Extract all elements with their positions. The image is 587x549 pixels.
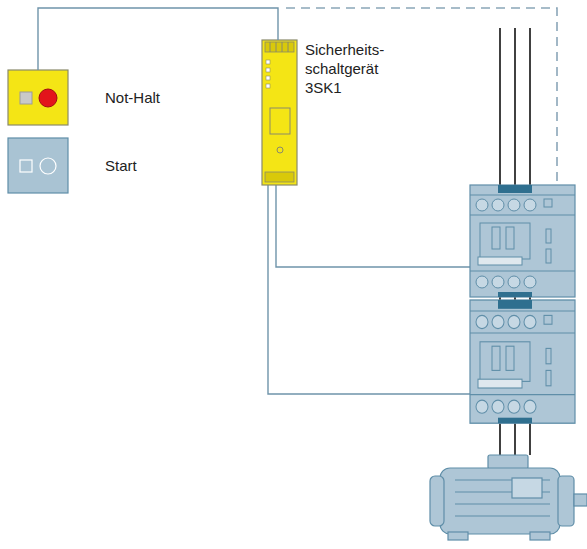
start-button: Start <box>8 138 68 193</box>
emergency-stop-button: Not-Halt <box>8 70 68 125</box>
safety-relay: Sicherheits- schaltgerät 3SK1 <box>262 40 297 185</box>
control-wire <box>276 185 470 267</box>
device-label: Sicherheits- schaltgerät 3SK1 <box>305 40 403 97</box>
contactor <box>470 300 575 423</box>
control-wire <box>268 185 470 394</box>
motor <box>430 455 587 540</box>
start-button <box>8 138 68 193</box>
feedback-line <box>286 8 557 185</box>
signal-wire <box>38 8 278 70</box>
safety-relay <box>262 40 297 185</box>
device-label: Not-Halt <box>105 88 225 107</box>
contactor <box>470 185 575 297</box>
device-label: Start <box>105 156 225 175</box>
emergency-stop-button <box>8 70 68 125</box>
